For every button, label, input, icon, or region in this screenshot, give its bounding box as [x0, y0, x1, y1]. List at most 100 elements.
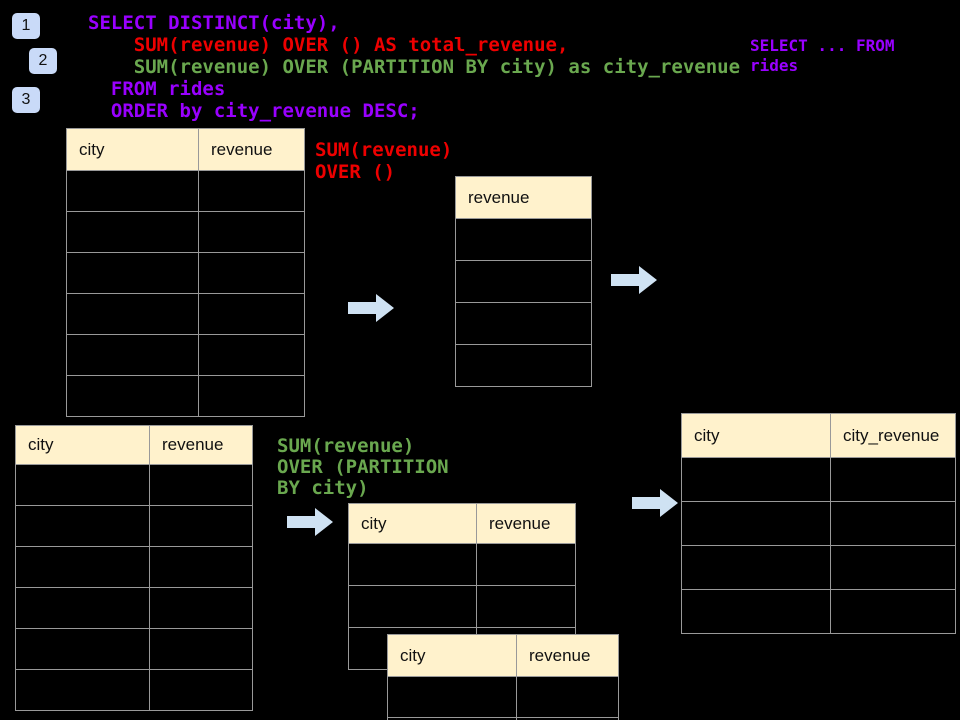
- table-cell: [681, 545, 831, 590]
- table-cell: [198, 375, 305, 417]
- table-row: [681, 589, 956, 634]
- table-cell: [348, 585, 477, 628]
- select-from-note: SELECT ... FROM rides: [750, 36, 895, 76]
- table-cell: [15, 587, 150, 629]
- table-cell: [830, 457, 956, 502]
- table-row: [15, 464, 253, 506]
- table-row: [15, 546, 253, 588]
- table-cell: [66, 375, 199, 417]
- table-cell: [66, 293, 199, 335]
- table-cell: [15, 546, 150, 588]
- sql-line-order: ORDER by city_revenue DESC;: [88, 100, 420, 122]
- table-cell: [15, 669, 150, 711]
- table-cell: [198, 170, 305, 212]
- table-cell: [455, 218, 592, 261]
- table-cell: [149, 587, 253, 629]
- table-cell: [830, 545, 956, 590]
- label-partition-line2: OVER (PARTITION: [277, 456, 449, 478]
- table-cell: [516, 717, 619, 720]
- table-row: [455, 302, 592, 345]
- table-cell: [455, 302, 592, 345]
- column-header: city: [66, 128, 199, 171]
- arrow-right-icon: [632, 489, 678, 517]
- label-total-line2: OVER (): [315, 161, 396, 183]
- column-header: city: [15, 425, 150, 465]
- table-cell: [66, 211, 199, 253]
- table-cell: [15, 628, 150, 670]
- table-row: [66, 293, 305, 335]
- table-row: [15, 669, 253, 711]
- table-cell: [476, 585, 576, 628]
- header-row: revenue: [455, 176, 592, 219]
- table-cell: [149, 628, 253, 670]
- table-row: [15, 628, 253, 670]
- arrow-right-icon: [287, 508, 333, 536]
- table-row: [681, 501, 956, 546]
- table-cell: [830, 501, 956, 546]
- column-header: revenue: [455, 176, 592, 219]
- table-cell: [348, 543, 477, 586]
- table-row: [455, 218, 592, 261]
- column-header: city: [348, 503, 477, 544]
- table-row: [455, 260, 592, 303]
- table-row: [681, 545, 956, 590]
- step-badge-3: 3: [12, 87, 40, 113]
- label-partition-line1: SUM(revenue): [277, 435, 415, 457]
- table-cell: [476, 543, 576, 586]
- column-header: city: [387, 634, 517, 677]
- column-header: city_revenue: [830, 413, 956, 458]
- table-cell: [681, 501, 831, 546]
- table-cell: [198, 334, 305, 376]
- sql-code-block: SELECT DISTINCT(city), SUM(revenue) OVER…: [88, 12, 740, 122]
- table-cell: [681, 457, 831, 502]
- table-row: [681, 457, 956, 502]
- label-sum-over-total: SUM(revenue) OVER (): [315, 139, 452, 183]
- column-header: revenue: [198, 128, 305, 171]
- label-total-line1: SUM(revenue): [315, 139, 453, 161]
- table-cell: [455, 344, 592, 387]
- select-from-note-line1: SELECT ... FROM: [750, 36, 895, 55]
- label-partition-line3: BY city): [277, 477, 369, 499]
- table-cell: [149, 464, 253, 506]
- sql-line-from: FROM rides: [88, 78, 226, 100]
- arrow-right-icon: [348, 294, 394, 322]
- table-row: [15, 587, 253, 629]
- table-row: [66, 252, 305, 294]
- sql-line-sum-partition: SUM(revenue) OVER (PARTITION BY city) as…: [88, 56, 741, 78]
- table-cell: [455, 260, 592, 303]
- table-cell: [66, 252, 199, 294]
- table-row: [348, 585, 576, 628]
- table-cell: [15, 505, 150, 547]
- table-row: [387, 676, 619, 718]
- label-sum-over-partition: SUM(revenue) OVER (PARTITION BY city): [277, 436, 449, 499]
- table-row: [387, 717, 619, 720]
- table-cell: [149, 546, 253, 588]
- table-row: [15, 505, 253, 547]
- table-row: [66, 375, 305, 417]
- table-row: [66, 211, 305, 253]
- table-cell: [516, 676, 619, 718]
- sql-line-select: SELECT DISTINCT(city),: [88, 12, 340, 34]
- step-badge-1: 1: [12, 13, 40, 39]
- table-cell: [198, 211, 305, 253]
- select-from-note-line2: rides: [750, 56, 799, 75]
- table-row: [455, 344, 592, 387]
- table-cell: [198, 293, 305, 335]
- table-cell: [149, 505, 253, 547]
- column-header: revenue: [516, 634, 619, 677]
- table-cell: [15, 464, 150, 506]
- table-row: [66, 170, 305, 212]
- column-header: city: [681, 413, 831, 458]
- table-cell: [66, 334, 199, 376]
- sql-line-sum-total: SUM(revenue) OVER () AS total_revenue,: [88, 34, 569, 56]
- table-cell: [830, 589, 956, 634]
